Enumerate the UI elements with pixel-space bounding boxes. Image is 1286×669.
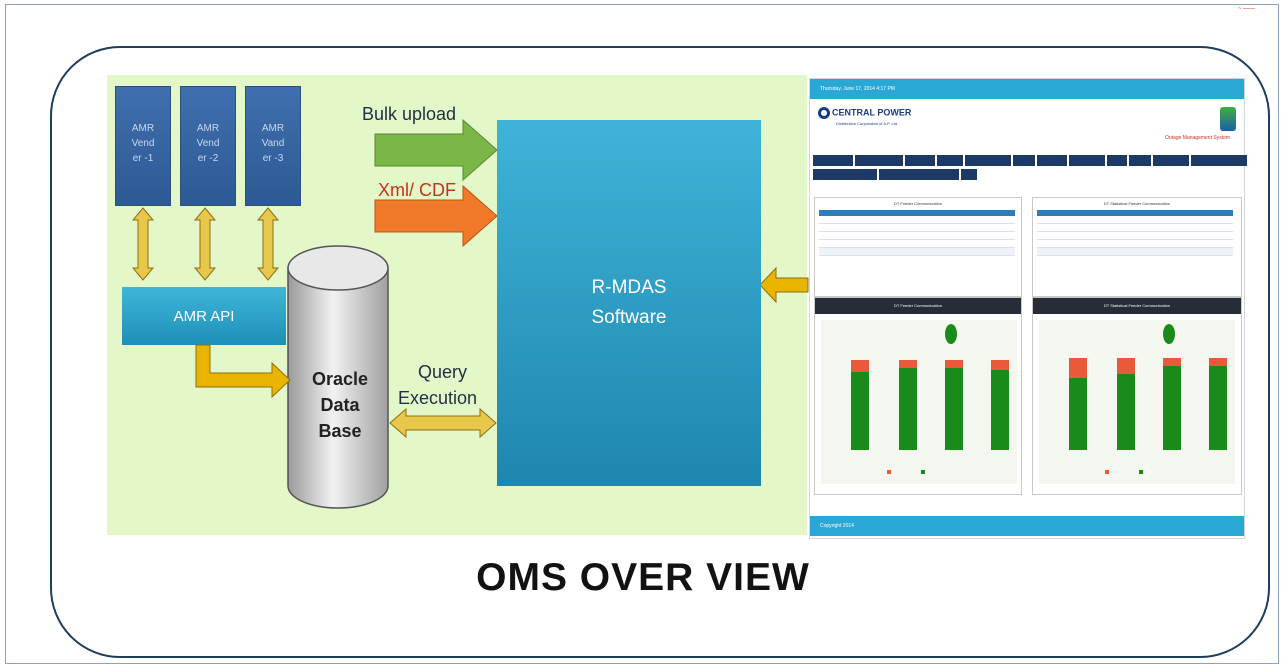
chart-1-bar-1-green: [851, 372, 869, 450]
database-label-line3: Base: [318, 421, 362, 441]
chart-1-legend-green: [921, 470, 925, 474]
chart-2-bar-2-green: [1117, 374, 1135, 450]
vendor-label-3-line2: Vand: [261, 138, 285, 149]
screenshot-brand: CENTRAL POWER: [832, 107, 912, 118]
rmdas-software-box: R-MDAS Software: [497, 120, 761, 486]
bulk-upload-label: Bulk upload: [362, 104, 457, 124]
chart-2-bar-2-red: [1117, 358, 1135, 374]
chart-1-bar-3-green: [945, 368, 963, 450]
chart-2-bar-1-red: [1069, 358, 1087, 378]
chart-panel-2: DT Statistical Feeder Communication: [1032, 297, 1242, 495]
chart-1-bar-2-red: [899, 360, 917, 368]
vendor3-api-arrow: [256, 207, 280, 281]
amr-api-box: AMR API: [122, 287, 286, 345]
execution-label: Execution: [398, 388, 478, 408]
chart-1-legend-red: [887, 470, 891, 474]
chart-1-bars: [851, 324, 1009, 474]
xml-cdf-arrow: [374, 184, 498, 248]
database-label-line1: Oracle: [311, 369, 369, 389]
screenshot-brand-sub: Distribution Corporation of A.P. Ltd.: [836, 121, 899, 126]
rmdas-label-line1: R-MDAS: [591, 277, 667, 298]
rmdas-label-line2: Software: [591, 307, 667, 328]
table-title-2: DT Statistical Feeder Communication: [1103, 201, 1171, 206]
screenshot-app-name: Outage Management System: [1165, 135, 1231, 141]
chart-1-bar-3-red: [945, 360, 963, 368]
vendor1-api-arrow: [131, 207, 155, 281]
api-to-db-arrow: [195, 344, 291, 399]
chart-panel-1: DT Feeder Communication: [814, 297, 1022, 495]
database-label: Oracle Data Base: [292, 366, 388, 444]
vendor-label-3-line1: AMR: [261, 123, 285, 134]
chart-area-2: [1039, 320, 1235, 484]
brand-logo-icon: [818, 107, 830, 119]
database-cylinder: [287, 245, 389, 509]
chart-2-legend-red: [1105, 470, 1109, 474]
table-2: [1037, 210, 1233, 256]
vendor-label-1-line2: Vend: [131, 138, 155, 149]
vendor-label-2-line1: AMR: [196, 123, 220, 134]
table-panel-2: DT Statistical Feeder Communication: [1032, 197, 1242, 297]
chart-2-bar-4-green: [1209, 366, 1227, 450]
chart-2-legend-green: [1139, 470, 1143, 474]
chart-2-marker: [1163, 324, 1175, 344]
screenshot-topbar: Thursday, June 17, 2014 4:17 PM: [810, 79, 1244, 99]
db-rmdas-arrow: [389, 407, 497, 439]
vendor-box-1: AMR Vend er -1: [115, 86, 171, 206]
amr-api-label: AMR API: [173, 307, 235, 325]
vendor-box-2: AMR Vend er -2: [180, 86, 236, 206]
vendor-label-2-line2: Vend: [196, 138, 220, 149]
vendor-label-2-line3: er -2: [197, 153, 219, 164]
vendor2-api-arrow: [193, 207, 217, 281]
chart-title-2: DT Statistical Feeder Communication: [1033, 298, 1241, 314]
database-label-line2: Data: [320, 395, 360, 415]
chart-1-marker: [945, 324, 957, 344]
outer-frame: [5, 4, 1279, 664]
chart-title-1: DT Feeder Communication: [815, 298, 1021, 314]
screenshot-nav-row-1: [813, 155, 1247, 166]
vendor-label-3-line3: er -3: [262, 153, 284, 164]
screenshot-footer: Copyright 2014: [810, 516, 1244, 536]
application-screenshot: Thursday, June 17, 2014 4:17 PM CENTRAL …: [809, 78, 1247, 539]
table-1: [819, 210, 1015, 256]
vendor-label-1-line1: AMR: [131, 123, 155, 134]
query-label: Query: [418, 362, 468, 382]
chart-2-bar-1-green: [1069, 378, 1087, 450]
partner-logo-icon: [1220, 107, 1236, 131]
chart-2-bars: [1069, 324, 1227, 474]
screenshot-logo: CENTRAL POWER: [818, 107, 911, 119]
xml-cdf-label: Xml/ CDF: [378, 180, 456, 200]
chart-2-bar-3-green: [1163, 366, 1181, 450]
chart-1-bar-1-red: [851, 360, 869, 372]
vendor-box-3: AMR Vand er -3: [245, 86, 301, 206]
screenshot-nav-row-2: [813, 169, 977, 180]
chart-1-bar-4-red: [991, 360, 1009, 370]
chart-2-bar-4-red: [1209, 358, 1227, 366]
chart-area-1: [821, 320, 1017, 484]
vendor-label-1-line3: er -1: [132, 153, 154, 164]
corner-mark: ~ ——: [1238, 6, 1256, 12]
chart-1-bar-4-green: [991, 370, 1009, 450]
bulk-upload-arrow: [374, 118, 498, 182]
chart-2-bar-3-red: [1163, 358, 1181, 366]
table-title-1: DT Feeder Communication: [894, 201, 942, 206]
table-panel-1: DT Feeder Communication: [814, 197, 1022, 297]
vendor-api-arrows: [131, 207, 280, 281]
screenshot-to-rmdas-arrow: [759, 266, 809, 304]
page-title: OMS OVER VIEW: [476, 556, 810, 599]
chart-1-bar-2-green: [899, 368, 917, 450]
